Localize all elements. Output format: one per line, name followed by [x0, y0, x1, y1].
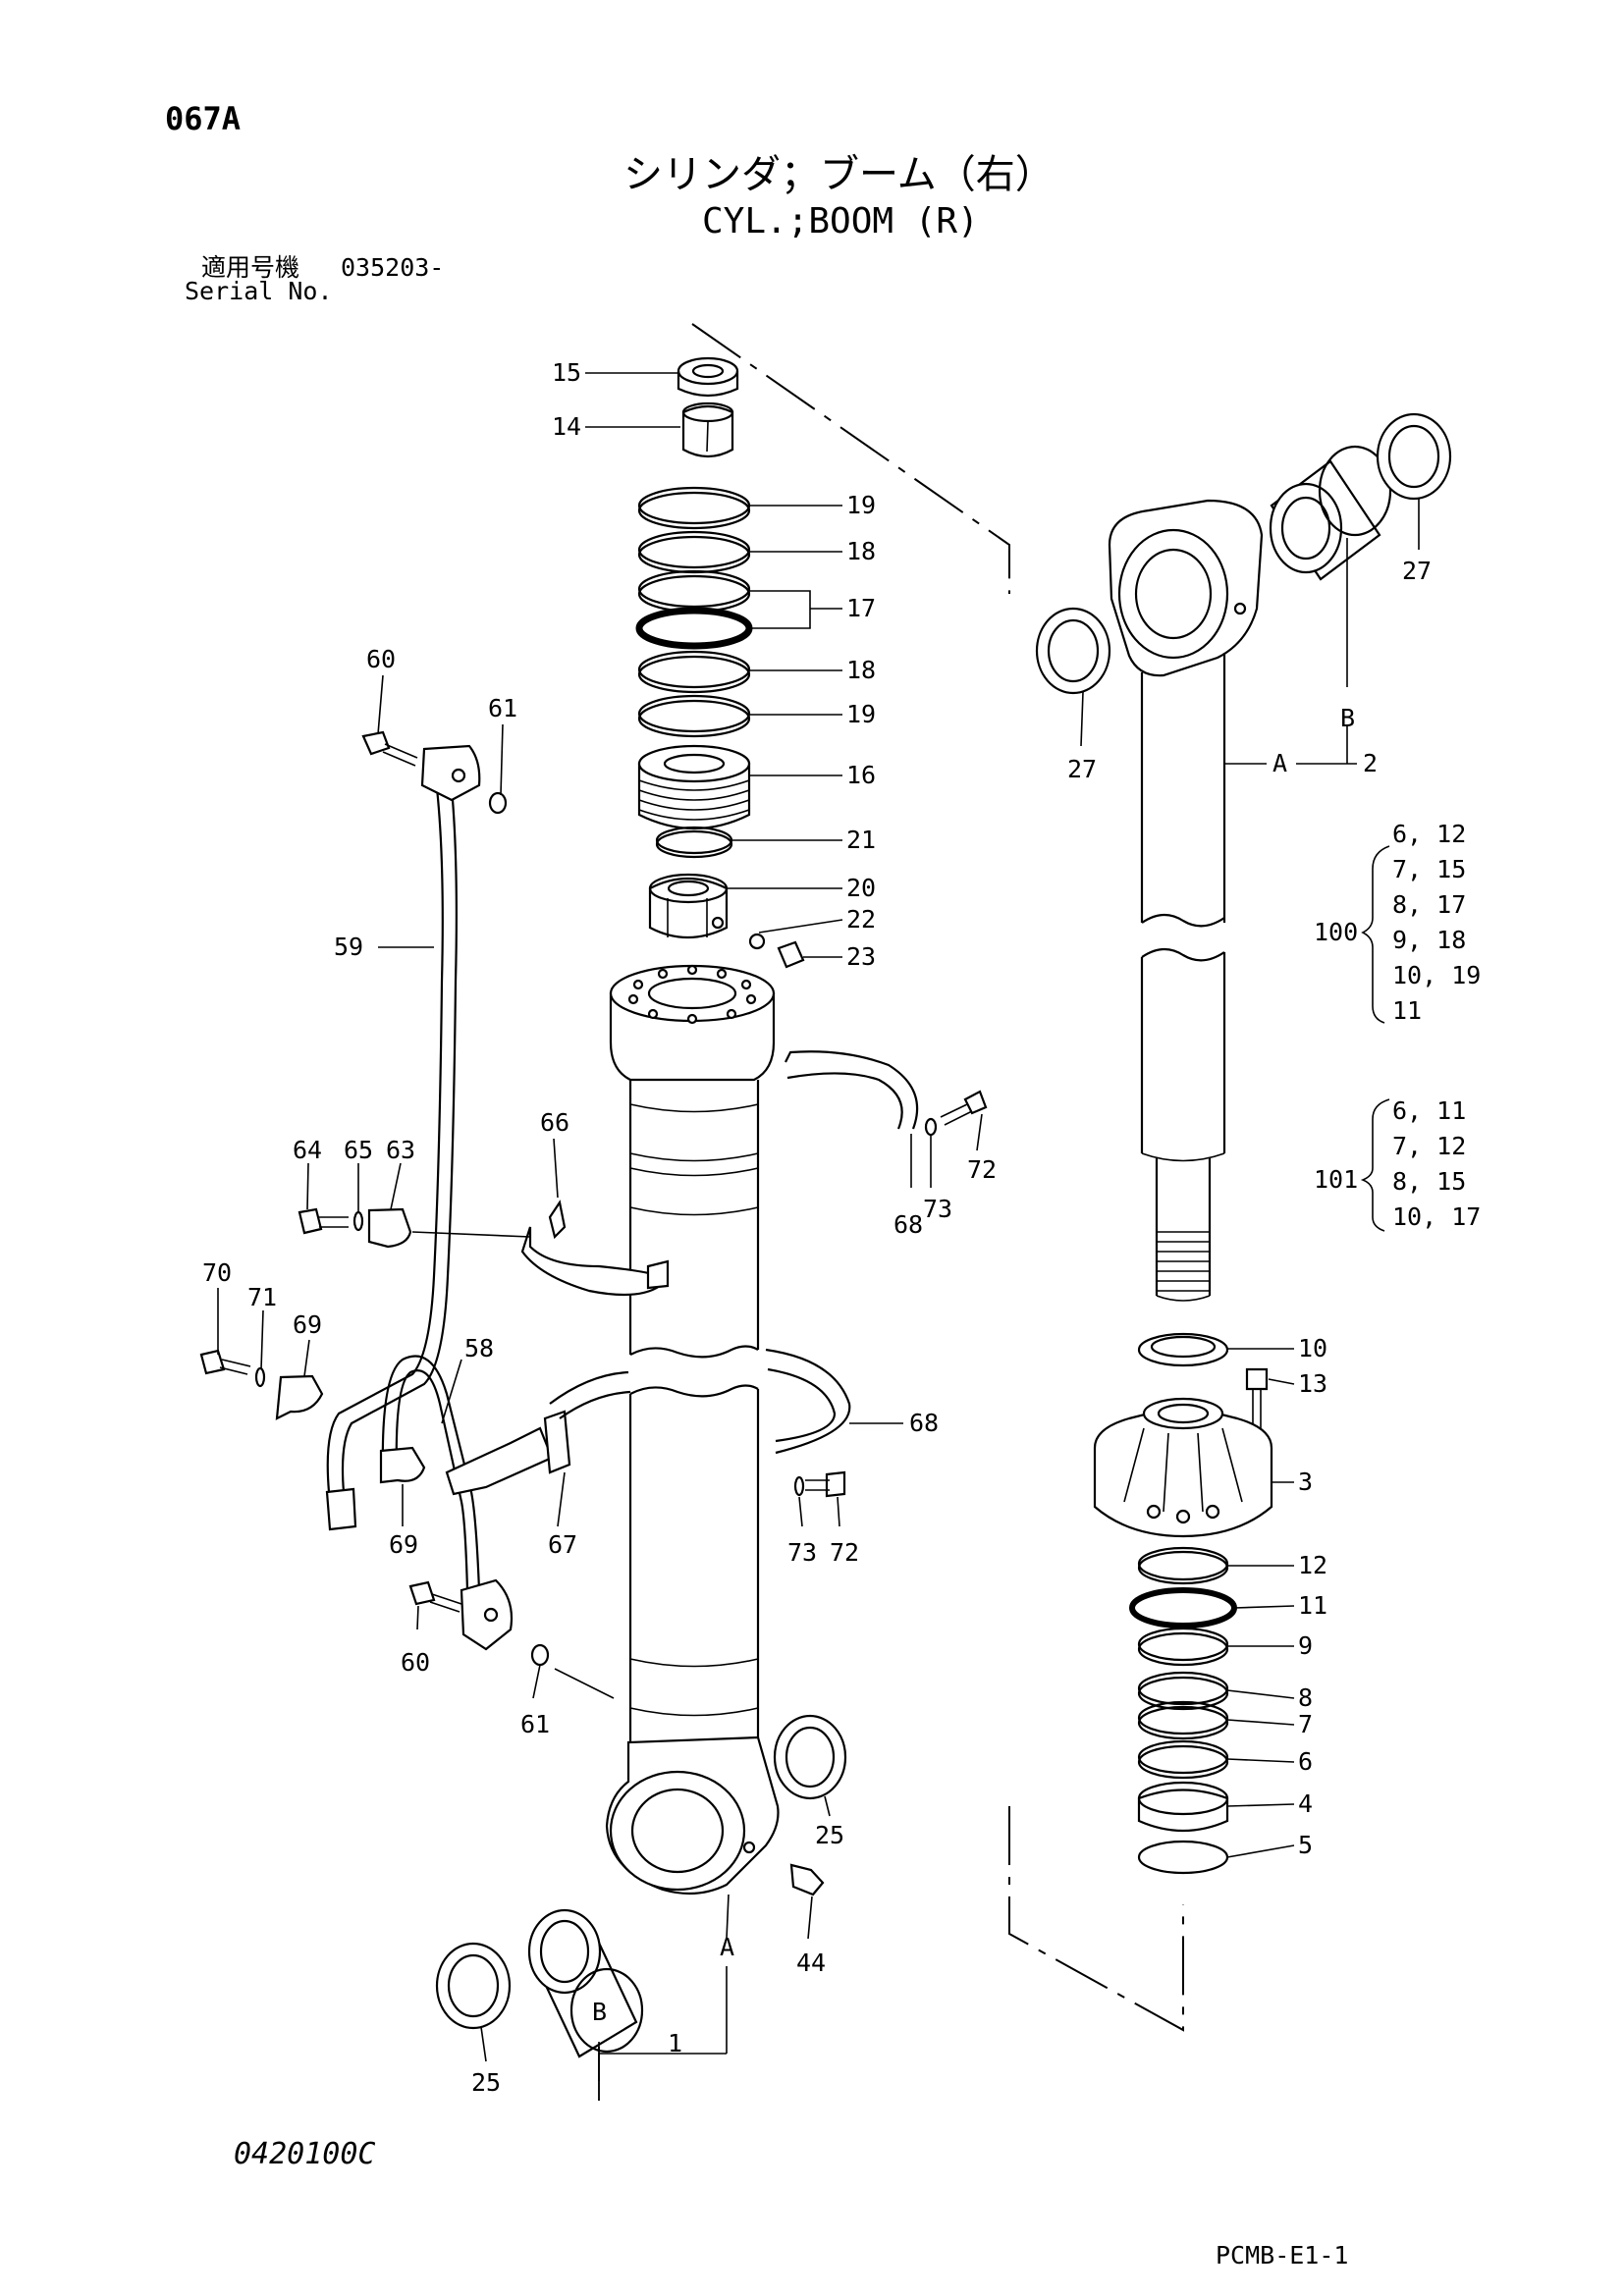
callout-59: 59	[334, 933, 363, 961]
callout-7: 7	[1298, 1710, 1313, 1738]
callout-8: 8	[1298, 1683, 1313, 1712]
pin-bushings-left	[435, 1714, 847, 2058]
callout-65: 65	[344, 1136, 373, 1164]
callout-5: 5	[1298, 1831, 1313, 1859]
callout-a-left: A	[720, 1933, 734, 1961]
callout-66: 66	[540, 1108, 569, 1137]
title-english: CYL.;BOOM (R)	[702, 201, 979, 241]
callout-61-lower: 61	[520, 1710, 550, 1738]
serial-label-japanese: 適用号機	[201, 253, 300, 282]
hose-59	[325, 744, 481, 1531]
kit-100-label: 100	[1314, 918, 1358, 946]
leader-lines	[217, 372, 1420, 2101]
kit-100-line-4: 9, 18	[1392, 926, 1466, 954]
callout-6: 6	[1298, 1747, 1313, 1776]
cylinder-tube-assembly	[605, 964, 780, 1896]
page-code: 067A	[165, 100, 242, 137]
alignment-lines	[554, 323, 1184, 2032]
kit-101-line-3: 8, 15	[1392, 1167, 1466, 1196]
callout-61: 61	[488, 694, 517, 722]
page-reference: PCMB-E1-1	[1216, 2241, 1349, 2269]
callout-72: 72	[967, 1155, 997, 1184]
clamps	[275, 1050, 919, 1496]
callout-71: 71	[247, 1283, 277, 1311]
callout-18-lower: 18	[846, 656, 876, 684]
callout-14: 14	[552, 412, 581, 441]
callout-19: 19	[846, 491, 876, 519]
callout-69-lower: 69	[389, 1530, 418, 1559]
callout-2: 2	[1363, 749, 1378, 777]
callout-68-lower: 68	[909, 1409, 939, 1437]
callout-12: 12	[1298, 1551, 1327, 1579]
kit-101-line-4: 10, 17	[1392, 1202, 1481, 1231]
serial-label-english: Serial No.	[185, 277, 333, 305]
callout-25: 25	[815, 1821, 844, 1849]
callout-21: 21	[846, 826, 876, 854]
kit-100-line-5: 10, 19	[1392, 961, 1481, 989]
kit-100-line-3: 8, 17	[1392, 890, 1466, 919]
callout-27-right: 27	[1402, 557, 1432, 585]
callout-27: 27	[1067, 755, 1097, 783]
serial-number: 035203-	[341, 253, 445, 282]
kit-100-line-6: 11	[1392, 996, 1422, 1025]
callout-25-lower: 25	[471, 2068, 501, 2097]
callout-b-right: B	[1340, 704, 1355, 732]
callout-44: 44	[796, 1949, 826, 1977]
kit-100-line-2: 7, 15	[1392, 855, 1466, 883]
callout-20: 20	[846, 874, 876, 902]
callout-3: 3	[1298, 1468, 1313, 1496]
callout-72-lower: 72	[830, 1538, 859, 1567]
callout-4: 4	[1298, 1789, 1313, 1818]
pin-bushings-right	[1035, 412, 1452, 695]
callout-63: 63	[386, 1136, 415, 1164]
piston-stack-parts	[635, 356, 805, 969]
cylinder-head-parts	[1093, 1332, 1273, 1875]
callout-10: 10	[1298, 1334, 1327, 1362]
title-japanese: シリンダ；ブーム（右）	[623, 152, 1055, 197]
callout-22: 22	[846, 905, 876, 934]
callout-64: 64	[293, 1136, 322, 1164]
callout-58: 58	[464, 1334, 494, 1362]
kit-101-label: 101	[1314, 1165, 1358, 1194]
callout-73-lower: 73	[787, 1538, 817, 1567]
callout-70: 70	[202, 1258, 232, 1287]
callout-16: 16	[846, 761, 876, 789]
callout-69: 69	[293, 1310, 322, 1339]
callout-1: 1	[668, 2029, 682, 2057]
callout-67: 67	[548, 1530, 577, 1559]
callout-a-right: A	[1272, 749, 1287, 777]
callout-15: 15	[552, 358, 581, 387]
callout-68: 68	[893, 1210, 923, 1239]
piston-rod-assembly	[1108, 499, 1264, 1302]
kit-100-line-1: 6, 12	[1392, 820, 1466, 848]
callout-11: 11	[1298, 1591, 1327, 1620]
callout-60: 60	[366, 645, 396, 673]
callout-labels: 15 14 19 18 17 18 19 16 21 20 22 23 60 6…	[202, 358, 1481, 2097]
callout-18: 18	[846, 537, 876, 565]
callout-19-lower: 19	[846, 700, 876, 728]
callout-23: 23	[846, 942, 876, 971]
document-code: 0420100C	[234, 2137, 376, 2171]
callout-73: 73	[923, 1195, 952, 1223]
callout-60-lower: 60	[401, 1648, 430, 1677]
kit-101-line-1: 6, 11	[1392, 1096, 1466, 1125]
hose-58	[381, 1355, 514, 1651]
kit-101-line-2: 7, 12	[1392, 1132, 1466, 1160]
bolts-hardware	[199, 730, 988, 1896]
callout-17: 17	[846, 594, 876, 622]
callout-13: 13	[1298, 1369, 1327, 1398]
callout-9: 9	[1298, 1631, 1313, 1660]
callout-b-left: B	[592, 1998, 607, 2026]
